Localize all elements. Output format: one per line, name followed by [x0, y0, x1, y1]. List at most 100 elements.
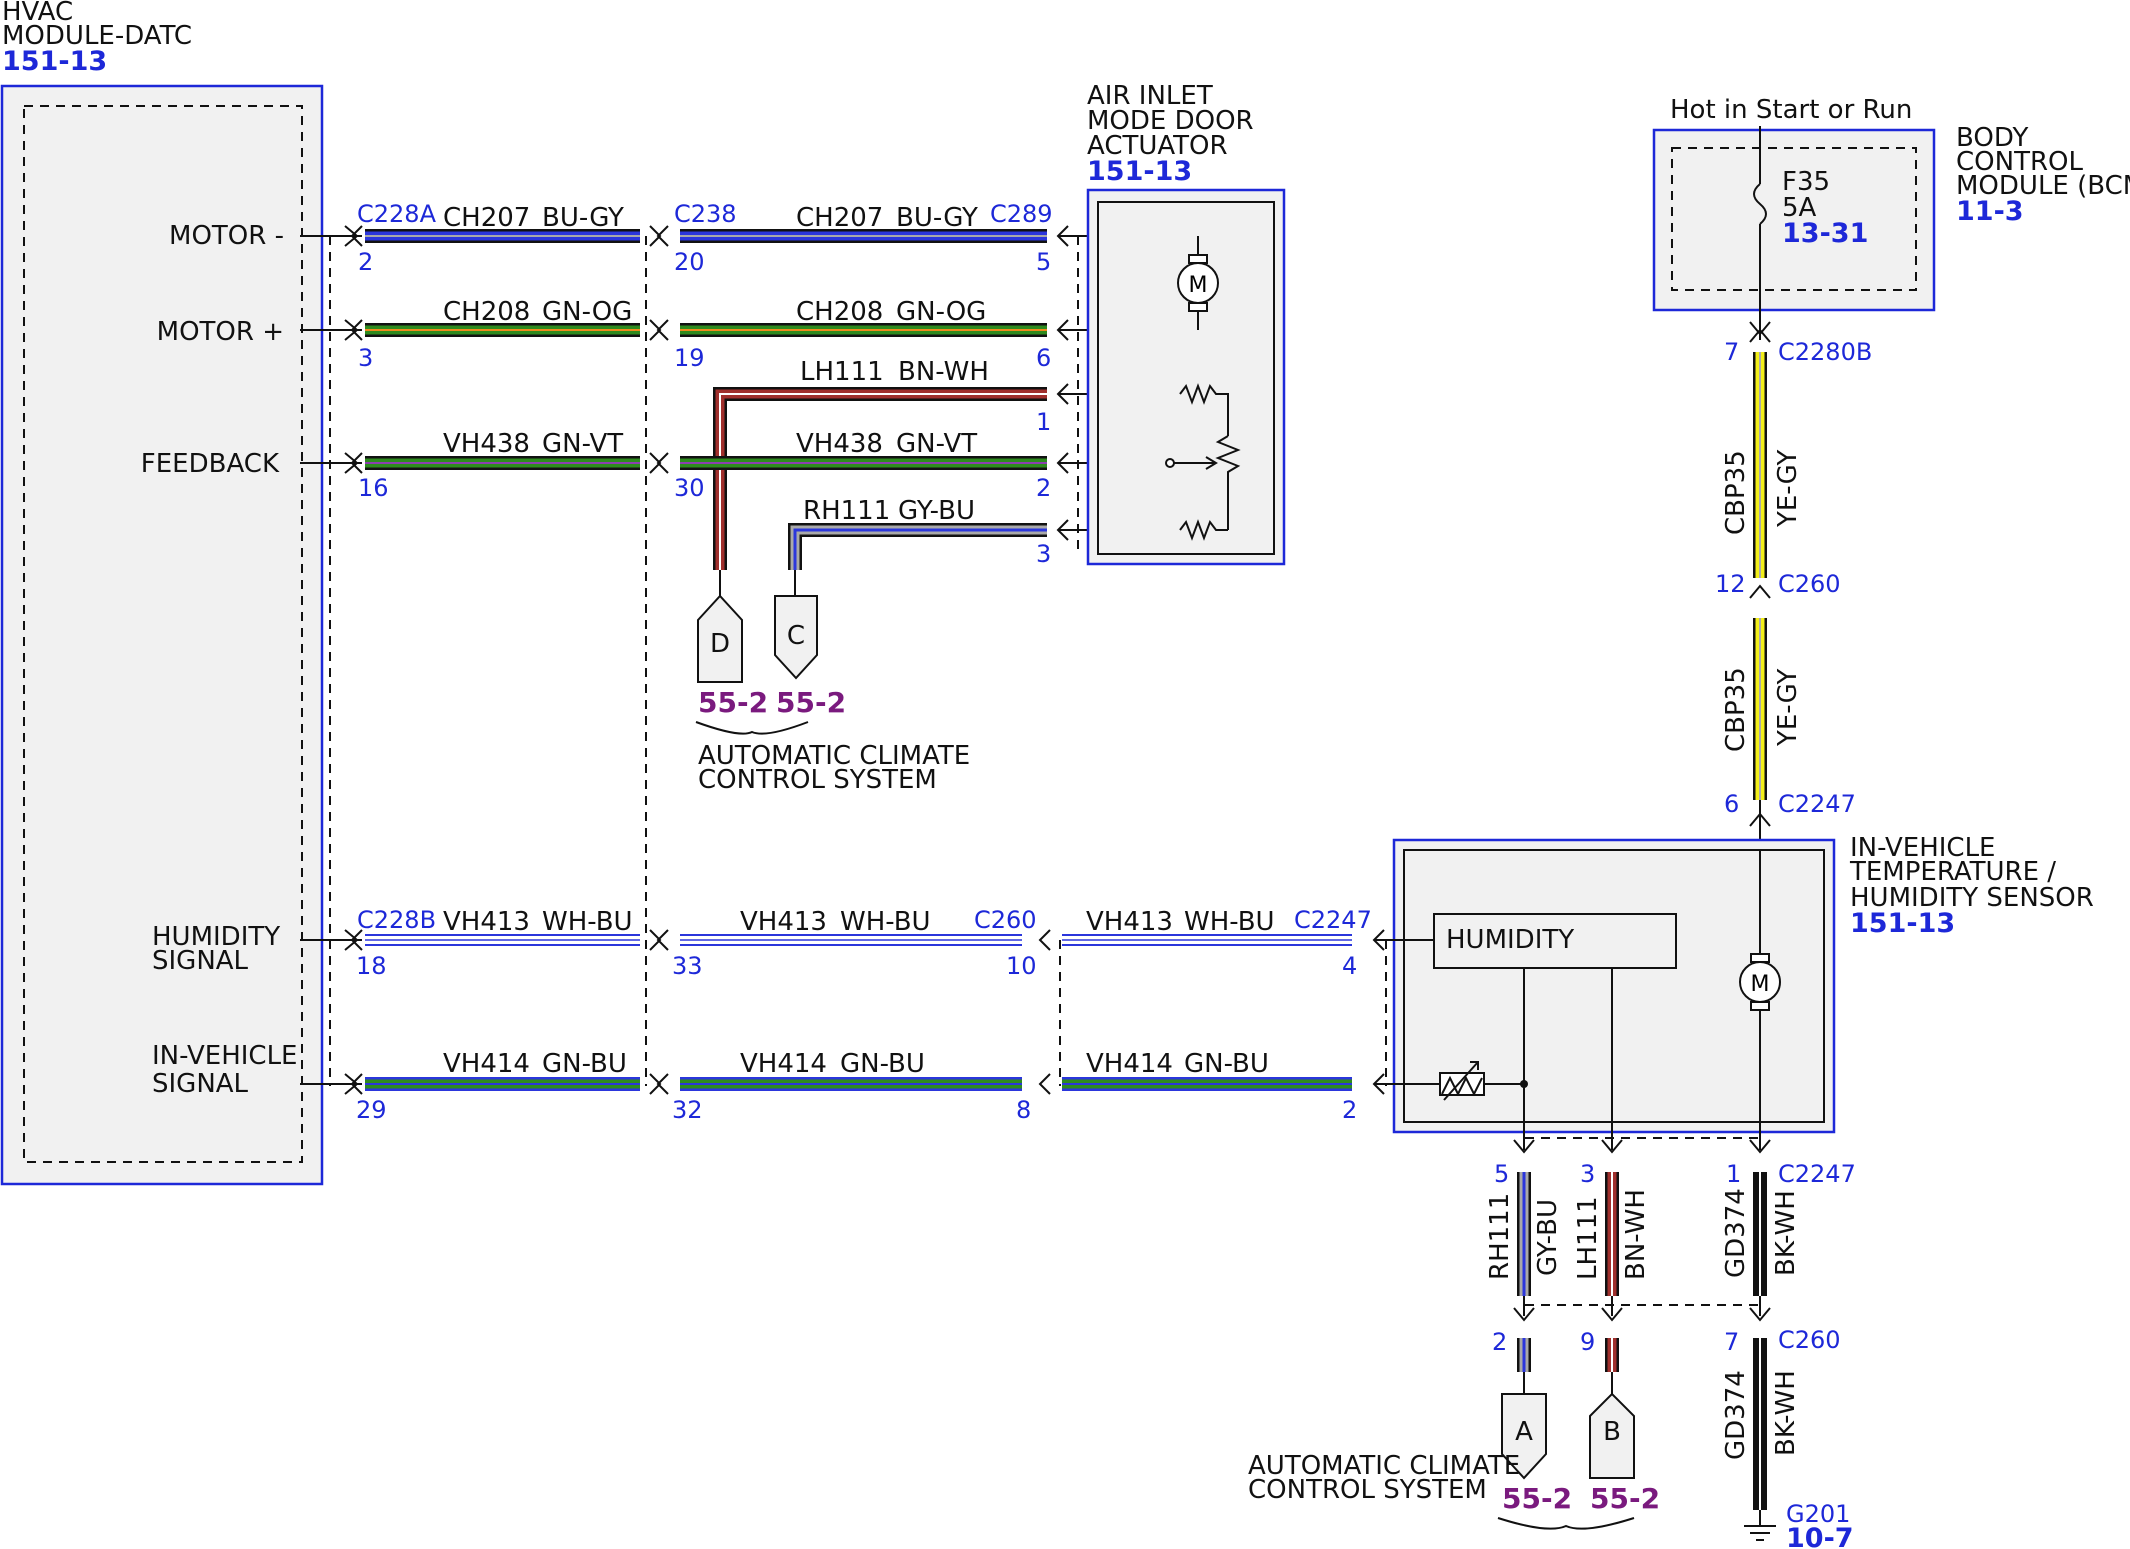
circuit-lh111-code-2: LH111	[1573, 1196, 1603, 1280]
wire-cbp35[interactable]	[1749, 321, 1771, 850]
circuit-rh111-color: GY-BU	[898, 496, 975, 526]
actuator-ref[interactable]: 151-13	[1087, 156, 1192, 187]
pin-label-motor-plus: MOTOR +	[157, 317, 284, 347]
pin-2-c260: 2	[1492, 1328, 1507, 1356]
pin-16-c228a: 16	[358, 474, 389, 502]
wire-ch207[interactable]	[300, 225, 1198, 247]
offpage-connector-c[interactable]: C	[774, 595, 818, 680]
pin-32-c238: 32	[672, 1096, 703, 1124]
bcm-title-2: CONTROL	[1956, 147, 2083, 177]
resistor-top-icon	[1179, 383, 1229, 436]
ground-ref[interactable]: 10-7	[1786, 1523, 1854, 1549]
circuit-ch207-code-2: CH207	[796, 203, 883, 233]
circuit-gd374-color: BK-WH	[1771, 1190, 1801, 1276]
motor-letter-icon: M	[1189, 273, 1208, 298]
circuit-rh111-code: RH111	[803, 496, 890, 526]
circuit-vh413-code-3: VH413	[1086, 907, 1173, 937]
pin-2-c289: 2	[1036, 474, 1051, 502]
circuit-vh438-color: GN-VT	[542, 429, 623, 459]
potentiometer-icon	[1215, 435, 1241, 530]
circuit-lh111-color-2: BN-WH	[1621, 1189, 1651, 1280]
connector-c228a[interactable]: C228A	[357, 200, 437, 228]
connector-c238[interactable]: C238	[674, 200, 737, 228]
offpage-connector-d[interactable]: D	[697, 594, 743, 683]
offpage-connector-b[interactable]: B	[1589, 1392, 1635, 1479]
invehicle-sensor: HUMIDITY M IN-VEHICLE TEMPERATURE / HUMI…	[1392, 833, 2094, 1150]
wire-vh438[interactable]	[300, 452, 1170, 474]
connector-c2247[interactable]: C2247	[1294, 906, 1372, 934]
connector-c228b[interactable]: C228B	[357, 906, 436, 934]
hvac-ref[interactable]: 151-13	[2, 46, 107, 77]
connector-c260[interactable]: C260	[974, 906, 1037, 934]
pin-7-c2280b: 7	[1724, 338, 1739, 366]
connector-c2247-bottom[interactable]: C2247	[1778, 1160, 1856, 1188]
offpage-connector-a[interactable]: A	[1501, 1393, 1547, 1480]
circuit-cbp35-color-2: YE-GY	[1773, 669, 1803, 747]
connector-c260-bottom[interactable]: C260	[1778, 1326, 1841, 1354]
pin-1-c2247: 1	[1726, 1160, 1741, 1188]
wire-rh111-bottom[interactable]	[1513, 1139, 1535, 1394]
circuit-vh414-code-3: VH414	[1086, 1049, 1173, 1079]
sensor-ref[interactable]: 151-13	[1850, 908, 1955, 939]
offpage-c-ref[interactable]: 55-2	[776, 686, 846, 719]
pin-18-c228b: 18	[356, 952, 387, 980]
hvac-module-box	[0, 84, 324, 1186]
pin-2-c228a: 2	[358, 248, 373, 276]
wire-ch208[interactable]	[300, 319, 1198, 341]
fuse-ref[interactable]: 13-31	[1782, 218, 1868, 249]
svg-text:C: C	[787, 621, 805, 651]
circuit-gd374-code-2: GD374	[1721, 1370, 1751, 1460]
circuit-ch208-color-2: GN-OG	[896, 297, 986, 327]
actuator-title-2: MODE DOOR	[1087, 106, 1254, 136]
pin-7-c260: 7	[1724, 1328, 1739, 1356]
circuit-vh413-color: WH-BU	[542, 907, 633, 937]
circuit-gd374-color-2: BK-WH	[1771, 1370, 1801, 1456]
connector-c2280b[interactable]: C2280B	[1778, 338, 1872, 366]
system-label-bottom-1: AUTOMATIC CLIMATE	[1248, 1451, 1520, 1481]
sensor-motor-letter-icon: M	[1751, 972, 1770, 997]
bcm-ref[interactable]: 11-3	[1956, 196, 2024, 227]
connector-c260-bcm[interactable]: C260	[1778, 570, 1841, 598]
bcm-title-3: MODULE (BCM)	[1956, 171, 2130, 201]
fuse-name: F35	[1782, 167, 1830, 197]
pin-4-c2247: 4	[1342, 952, 1357, 980]
circuit-rh111-code-2: RH111	[1485, 1193, 1515, 1280]
circuit-gd374-code: GD374	[1721, 1188, 1751, 1278]
wire-lh111-bottom[interactable]	[1601, 1139, 1623, 1394]
wire-vh413[interactable]	[300, 929, 1434, 951]
wire-vh414[interactable]	[300, 1073, 1440, 1095]
pin-label-humidity-2: SIGNAL	[152, 946, 249, 976]
circuit-ch207-code: CH207	[443, 203, 530, 233]
connector-c289[interactable]: C289	[990, 200, 1053, 228]
circuit-vh414-color-2: GN-BU	[840, 1049, 925, 1079]
actuator-title-1: AIR INLET	[1087, 81, 1213, 111]
pin-3-c228a: 3	[358, 344, 373, 372]
wire-rh111[interactable]	[788, 519, 1180, 596]
pin-3-c2247: 3	[1580, 1160, 1595, 1188]
wire-gd374[interactable]	[1749, 1139, 1771, 1510]
circuit-vh414-code: VH414	[443, 1049, 530, 1079]
pin-3-c289: 3	[1036, 540, 1051, 568]
circuit-vh414-code-2: VH414	[740, 1049, 827, 1079]
offpage-d-ref[interactable]: 55-2	[698, 686, 768, 719]
circuit-cbp35-color: YE-GY	[1773, 450, 1803, 528]
pin-label-feedback: FEEDBACK	[141, 449, 280, 479]
offpage-b-ref[interactable]: 55-2	[1590, 1482, 1660, 1515]
actuator-title-3: ACTUATOR	[1087, 131, 1228, 161]
hvac-title-line2: MODULE-DATC	[2, 21, 192, 51]
circuit-vh413-code-2: VH413	[740, 907, 827, 937]
sensor-title-2: TEMPERATURE /	[1849, 857, 2056, 887]
pin-10-c260: 10	[1006, 952, 1037, 980]
sensor-title-1: IN-VEHICLE	[1850, 833, 1995, 863]
pin-33-c238: 33	[672, 952, 703, 980]
circuit-lh111-code: LH111	[800, 357, 884, 387]
connector-c2247-top[interactable]: C2247	[1778, 790, 1856, 818]
hvac-module: HVAC MODULE-DATC 151-13 MOTOR - MOTOR + …	[0, 0, 324, 1186]
ground-name[interactable]: G201	[1786, 1500, 1850, 1528]
pin-9-c260: 9	[1580, 1328, 1595, 1356]
offpage-a-ref[interactable]: 55-2	[1502, 1482, 1572, 1515]
connector-outlines	[329, 236, 1760, 1306]
system-label-top-1: AUTOMATIC CLIMATE	[698, 741, 970, 771]
pin-6-c289: 6	[1036, 344, 1051, 372]
